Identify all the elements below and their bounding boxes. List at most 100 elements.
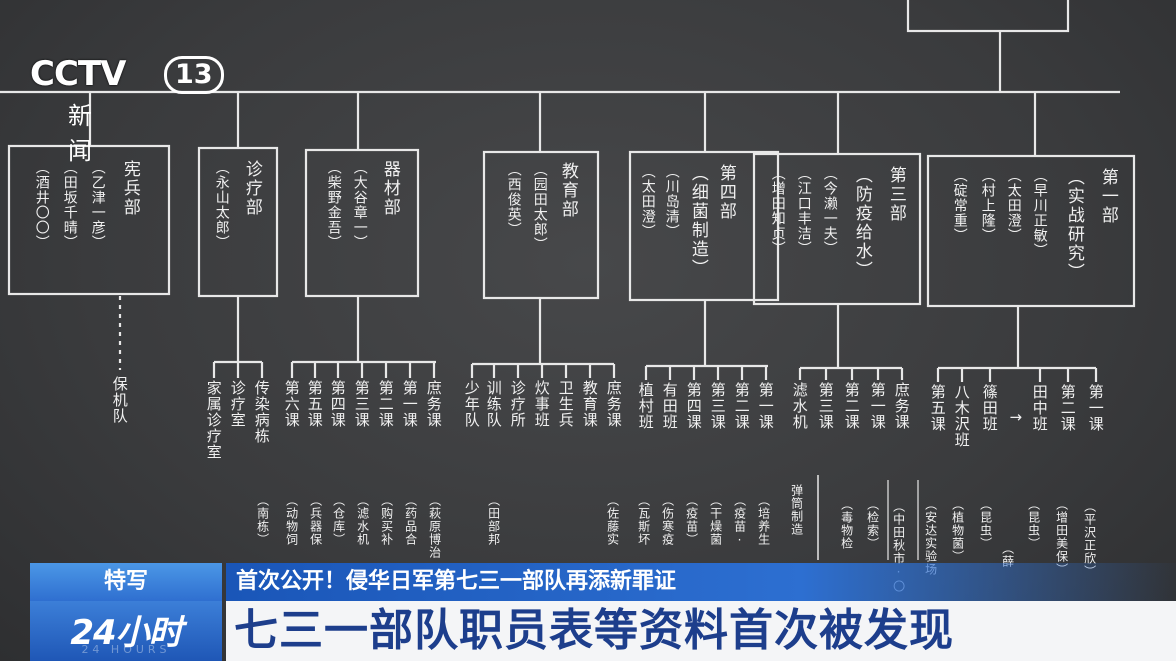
unit-label: 第一课 [400,380,419,428]
unit-label: 第二课 [1058,384,1077,432]
unit-label: 教育课 [580,380,599,428]
unit-label: 庶务课 [604,380,623,428]
logo-channel: 13 [164,56,224,94]
unit-label: 植村班 [636,382,655,430]
unit-label: 训练队 [484,380,503,428]
unit-label: 第一课 [868,382,887,430]
unit-label: 第三课 [816,382,835,430]
unit-label: 诊疗室 [228,380,247,428]
unit-note: （南栋） [255,494,270,546]
logo-brand: CCTV [30,54,126,94]
dept-focus: （细菌制造） [687,164,708,278]
unit-note: （药品合 [403,494,418,546]
dept-chief: （太田澄） [1005,168,1022,243]
dept-chief: （酒井〇〇） [33,160,50,250]
dept-chief: （早川正敏） [1031,168,1048,258]
unit-note: （瓦斯坏 [636,494,651,546]
dept-name: 诊疗部 [241,160,262,217]
unit-note: （昆虫） [978,498,993,550]
unit-label: 家属诊疗室 [204,380,223,460]
unit-label: 第二课 [842,382,861,430]
unit-note: （疫苗） [684,494,699,546]
program-tag: 24小时 24 HOURS [30,601,222,661]
headline-main: 七三一部队职员表等资料首次被发现 [226,601,1176,661]
headline-top: 首次公开！侵华日军第七三一部队再添新罪证 [226,563,1176,601]
logo-subtitle: 新闻 [68,102,104,165]
unit-label: 庶务课 [424,380,443,428]
unit-label: 传染病栋 [252,380,271,444]
dept-name: 器材部 [379,160,400,217]
dept-chief: （田坂千晴） [61,160,78,250]
dept-name: 宪兵部 [119,160,140,217]
unit-note: （植物菌） [950,498,965,563]
unit-note: （检索） [865,498,880,550]
dept-name: 教育部 [557,162,578,219]
dept-focus: （实战研究） [1063,168,1084,282]
unit-note: （干燥菌 [708,494,723,546]
unit-label: 篠田班 [980,384,999,432]
unit-note: （安达实验场 [923,498,938,576]
unit-note: （佐藤实 [605,494,620,546]
unit-label: 田中班 [1030,384,1049,432]
unit-label: 第五课 [305,380,324,428]
dept-chief: （川岛清） [663,164,680,239]
dept-chief: （乙津一彦） [89,160,106,250]
unit-label: 诊疗所 [508,380,527,428]
unit-label: 炊事班 [532,380,551,428]
unit-label: 第三课 [708,382,727,430]
unit-note: 弹筒制造 [789,484,804,536]
ticker-top-row: 特写 首次公开！侵华日军第七三一部队再添新罪证 [30,563,1176,601]
hoki-unit-label: 保机队 [110,376,129,424]
unit-label: 第一课 [1086,384,1105,432]
ticker-bottom-row: 24小时 24 HOURS 七三一部队职员表等资料首次被发现 [30,601,1176,661]
dept-focus: （防疫给水） [851,166,872,280]
unit-label: 八木沢班 [952,384,971,448]
unit-label: 庶务课 [892,382,911,430]
unit-note: （培养生 [756,494,771,546]
unit-label: 第四课 [684,382,703,430]
unit-label: 第二课 [732,382,751,430]
dept-chief: （碇常重） [951,168,968,243]
unit-note: （动物饲 [284,494,299,546]
unit-note: （昆虫） [1026,498,1041,550]
dept-name: 第三部 [885,166,906,223]
unit-note: （滤水机 [355,494,370,546]
unit-label: 卫生兵 [556,380,575,428]
unit-note: （增田美保） [1054,498,1069,576]
dept-name: 第四部 [715,164,736,221]
unit-note: （毒物检 [839,498,854,550]
dept-chief: （永山太郎） [213,160,230,250]
unit-note: （购买补 [379,494,394,546]
dept-chief: （今濑一夫） [821,166,838,256]
unit-label: 第六课 [282,380,301,428]
unit-note: （伤寒疫 [660,494,675,546]
dept-name: 第一部 [1097,168,1118,225]
unit-note: （田部邦 [486,494,501,546]
unit-note: （疫苗· [732,494,747,548]
dept-chief: （大谷章一） [351,160,368,250]
unit-label: 第四课 [328,380,347,428]
dept-chief: （太田澄） [639,164,656,239]
unit-label: 滤水机 [790,382,809,430]
arrow-glyph: → [1006,408,1025,427]
unit-label: 第三课 [352,380,371,428]
segment-tag: 特写 [30,563,222,601]
unit-note: （萩原博治 [427,494,442,559]
program-name-ghost: 24 HOURS [81,643,171,656]
unit-note: （仓库） [331,494,346,546]
dept-chief: （增田知贞） [769,166,786,256]
unit-label: 第一课 [756,382,775,430]
dept-chief: （江口丰洁） [795,166,812,256]
unit-note: （薛 [1000,542,1015,568]
dept-chief: （柴野金吾） [325,160,342,250]
unit-label: 第二课 [376,380,395,428]
unit-note: （平沢正欣） [1082,500,1097,578]
unit-label: 少年队 [462,380,481,428]
dept-chief: （村上隆） [979,168,996,243]
dept-chief: （西俊英） [505,162,522,237]
unit-label: 有田班 [660,382,679,430]
unit-label: 第五课 [928,384,947,432]
dept-chief: （园田太郎） [531,162,548,252]
